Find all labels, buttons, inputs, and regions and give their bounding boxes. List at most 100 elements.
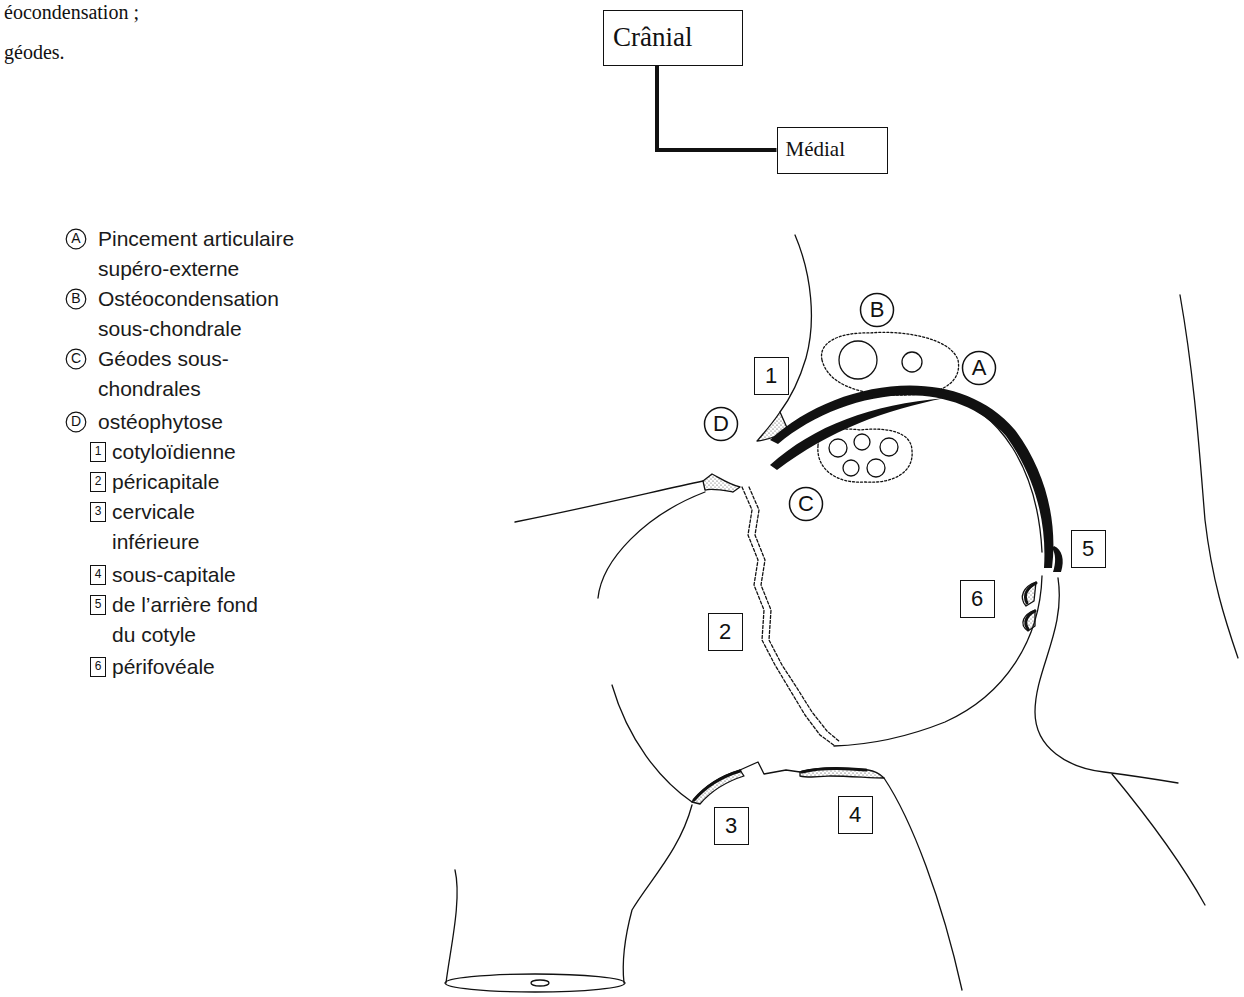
node-text: D	[713, 412, 729, 436]
legend-entry: péricapitale	[112, 467, 272, 497]
node-text: 6	[95, 660, 102, 673]
head-cartilage	[770, 398, 945, 470]
legend-marker: D	[65, 411, 87, 433]
legend-marker: 5	[90, 595, 106, 614]
legend-marker: C	[65, 348, 87, 370]
node-text: 2	[95, 475, 102, 488]
legend-entry: ostéophytose	[98, 407, 313, 437]
geode	[829, 439, 847, 457]
legend-entry: Pincement articulaire supéro-externe	[98, 224, 313, 284]
circle-outline	[66, 229, 86, 249]
axis-label-box: Crânial	[603, 10, 743, 66]
femoral-neck-outline	[515, 481, 703, 522]
inferior-cervical-osteophyte	[694, 771, 740, 800]
node-text: 3	[725, 814, 737, 838]
shaft-section	[445, 974, 625, 992]
node-text: 1	[95, 445, 102, 458]
perifoveal-osteophyte	[1023, 610, 1035, 631]
legend-text: de l’arrière fond du cotyle	[112, 593, 258, 646]
callout-letter: A	[961, 350, 997, 386]
legend-marker: 1	[90, 442, 106, 461]
node-text: A	[71, 231, 80, 246]
legend-entry: cotyloïdienne	[112, 437, 272, 467]
callout-number: 1	[754, 357, 789, 394]
pelvis-outline	[1035, 578, 1178, 783]
legend-entry: Ostéocondensation sous-chondrale	[98, 284, 313, 344]
legend-marker: 4	[90, 565, 106, 584]
node-text: C	[798, 492, 814, 516]
inferior-cervical-osteophyte	[692, 770, 744, 804]
legend-text: cervicale inférieure	[112, 500, 200, 553]
legend-entry: de l’arrière fond du cotyle	[112, 590, 272, 650]
node-text: C	[71, 351, 81, 366]
node-text: 3	[95, 505, 102, 518]
femoral-head-outline	[945, 398, 1042, 552]
osteocondensation-zone	[822, 332, 959, 395]
page-fragment-text: éocondensation ;	[4, 0, 139, 24]
callout-letter: D	[703, 406, 739, 442]
node-text: 4	[95, 568, 102, 581]
callout-number: 4	[838, 796, 873, 833]
node-text: A	[972, 356, 987, 380]
perifoveal-osteophyte	[1025, 583, 1036, 603]
circle-outline	[861, 294, 894, 327]
pelvis-outline	[1180, 295, 1238, 658]
lesser-trochanter-outline	[884, 778, 962, 990]
geode	[854, 434, 870, 450]
circle-outline	[66, 289, 86, 309]
node-text: 5	[95, 598, 102, 611]
node-text: B	[870, 298, 885, 322]
femoral-head-outline	[834, 576, 1042, 746]
neck-osteophyte	[703, 474, 740, 492]
node-text: B	[71, 291, 80, 306]
geode	[867, 459, 885, 477]
trochanter-outline	[598, 492, 705, 598]
legend-marker: 3	[90, 502, 106, 521]
legend-text: périfovéale	[112, 655, 215, 678]
node-text: D	[71, 414, 81, 429]
circle-outline	[705, 408, 738, 441]
pericapital-osteophyte	[749, 487, 840, 742]
node-text: 4	[849, 803, 861, 827]
femoral-shaft-outline	[623, 805, 692, 983]
legend-text: Ostéocondensation sous-chondrale	[98, 287, 279, 340]
geode	[839, 341, 877, 379]
legend-text: péricapitale	[112, 470, 219, 493]
legend-entry: cervicale inférieure	[112, 497, 272, 557]
legend-entry: Géodes sous-chondrales	[98, 344, 313, 404]
medullary-canal	[531, 980, 549, 986]
node-text: 2	[719, 620, 731, 644]
node-text: 6	[971, 587, 983, 611]
pelvis-outline	[1112, 774, 1205, 905]
callout-letter: B	[859, 292, 895, 328]
perifoveal-osteophyte	[1026, 611, 1035, 629]
callout-number: 6	[960, 580, 995, 617]
legend-marker: 6	[90, 657, 106, 676]
node-text: 1	[765, 364, 777, 388]
osteocondensation-zone	[818, 429, 912, 482]
page-fragment-text: géodes.	[4, 40, 65, 64]
circle-outline	[790, 488, 823, 521]
legend-marker: A	[65, 228, 87, 250]
intertrochanteric-line	[612, 685, 692, 802]
callout-number: 3	[714, 807, 749, 844]
callout-letter: C	[788, 486, 824, 522]
perifoveal-osteophyte	[1022, 582, 1036, 606]
node-text: Crânial	[613, 23, 692, 53]
circle-outline	[963, 352, 996, 385]
subcapital-osteophyte	[802, 768, 866, 772]
node-text: 5	[1082, 537, 1094, 561]
node-text: Médial	[786, 138, 845, 161]
legend-text: sous-capitale	[112, 563, 236, 586]
femoral-shaft-outline	[446, 870, 457, 983]
legend-text: ostéophytose	[98, 410, 223, 433]
legend-marker: 2	[90, 472, 106, 491]
legend-entry: périfovéale	[112, 652, 272, 682]
legend-marker: B	[65, 288, 87, 310]
circle-outline	[66, 412, 86, 432]
legend-text: cotyloïdienne	[112, 440, 236, 463]
neck-inferior-outline	[740, 762, 800, 774]
geode	[880, 438, 898, 456]
subcapital-osteophyte	[800, 768, 884, 778]
